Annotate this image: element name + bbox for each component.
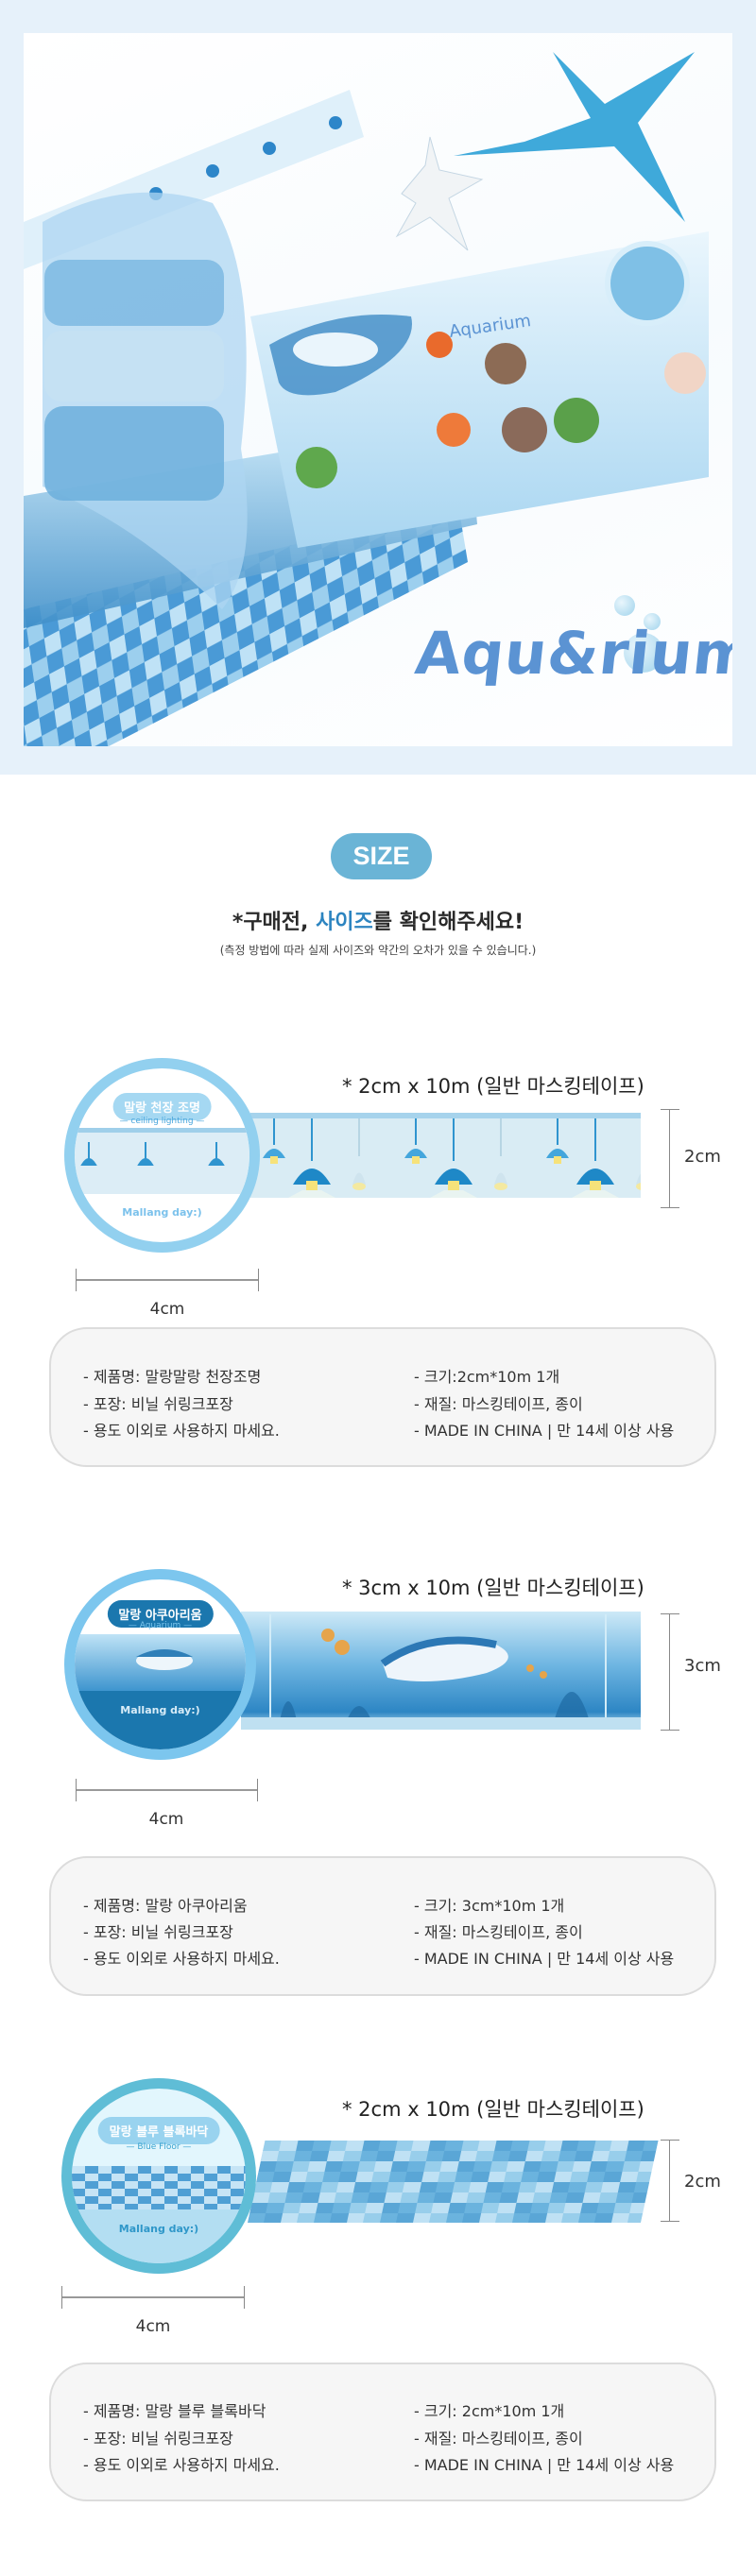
roll-pattern	[75, 1634, 246, 1691]
width-dimension-ruler	[76, 1779, 258, 1801]
height-label: 2cm	[684, 2172, 721, 2192]
info-material: - 재질: 마스킹테이프, 종이	[414, 1923, 583, 1941]
roll-subtitle: — Blue Floor —	[126, 2142, 192, 2152]
info-usage-warning: - 용도 이외로 사용하지 마세요.	[83, 1422, 280, 1440]
tape-roll-image: 말랑 천장 조명 — ceiling lighting — Mallang da…	[64, 1058, 260, 1253]
spec-title: * 2cm x 10m (일반 마스킹테이프)	[342, 1075, 644, 1098]
bubble-icon	[614, 595, 635, 616]
product-photo: Aqu&rium Aquarium	[24, 33, 732, 746]
lamp-pattern	[80, 1142, 225, 1166]
roll-label: 말랑 블루 블록바닥	[97, 2117, 220, 2144]
info-size: - 크기: 2cm*10m 1개	[414, 2402, 565, 2420]
spec-title: * 3cm x 10m (일반 마스킹테이프)	[342, 1577, 644, 1599]
info-product-name: - 제품명: 말랑 블루 블록바닥	[83, 2402, 266, 2420]
bubble-icon	[624, 633, 663, 673]
size-badge: SIZE	[331, 833, 432, 879]
width-label: 4cm	[135, 2317, 171, 2336]
width-dimension-ruler	[76, 1269, 259, 1291]
height-label: 2cm	[684, 1147, 721, 1167]
tape-roll-image: 말랑 아쿠아리움 — Aquarium — Mallang day:)	[64, 1569, 256, 1760]
info-material: - 재질: 마스킹테이프, 종이	[414, 1395, 583, 1413]
hero-banner: Aqu&rium Aquarium	[0, 0, 756, 775]
tape-strip-blue-floor	[248, 2141, 659, 2223]
heading-text: 를 확인해주세요!	[372, 911, 524, 934]
info-origin-age: - MADE IN CHINA | 만 14세 이상 사용	[414, 1422, 675, 1440]
heading-accent: 사이즈	[316, 911, 373, 934]
roll-subtitle: — ceiling lighting —	[119, 1117, 205, 1126]
floor-tape-strip	[24, 505, 468, 746]
roll-pattern	[72, 2166, 246, 2209]
product-blue-floor: 말랑 블루 블록바닥 — Blue Floor — Mallang day:) …	[0, 2078, 756, 2513]
aquarium-scene	[241, 1614, 641, 1730]
roll-label: 말랑 아쿠아리움	[107, 1600, 214, 1628]
whale-pattern	[136, 1649, 193, 1670]
lamp-pattern	[250, 1118, 641, 1198]
heading-text: *구매전,	[232, 911, 317, 934]
info-usage-warning: - 용도 이외로 사용하지 마세요.	[83, 1950, 280, 1968]
product-info-box: - 제품명: 말랑말랑 천장조명 - 포장: 비닐 쉬링크포장 - 용도 이외로…	[49, 1327, 716, 1467]
product-photo-illustration	[24, 52, 709, 746]
info-product-name: - 제품명: 말랑 아쿠아리움	[83, 1897, 248, 1915]
info-packaging: - 포장: 비닐 쉬링크포장	[83, 1395, 233, 1413]
height-dimension-bracket	[661, 2140, 679, 2222]
white-starfish	[395, 136, 484, 251]
roll-pattern	[75, 1128, 249, 1194]
info-size: - 크기: 3cm*10m 1개	[414, 1897, 565, 1915]
info-packaging: - 포장: 비닐 쉬링크포장	[83, 1923, 233, 1941]
info-origin-age: - MADE IN CHINA | 만 14세 이상 사용	[414, 2456, 675, 2474]
spec-title: * 2cm x 10m (일반 마스킹테이프)	[342, 2098, 644, 2121]
tape-strip-aquarium	[241, 1612, 641, 1730]
sticker-sheet	[250, 231, 709, 548]
size-heading: *구매전, 사이즈를 확인해주세요!	[0, 905, 756, 935]
roll-brand: Mallang day:)	[122, 1206, 202, 1219]
info-product-name: - 제품명: 말랑말랑 천장조명	[83, 1368, 262, 1386]
bubble-icon	[644, 613, 661, 630]
info-usage-warning: - 용도 이외로 사용하지 마세요.	[83, 2456, 280, 2474]
product-info-box: - 제품명: 말랑 아쿠아리움 - 포장: 비닐 쉬링크포장 - 용도 이외로 …	[49, 1856, 716, 1996]
roll-subtitle: — Aquarium —	[128, 1621, 193, 1630]
blue-starfish	[454, 52, 695, 222]
info-origin-age: - MADE IN CHINA | 만 14세 이상 사용	[414, 1950, 675, 1968]
product-aquarium: 말랑 아쿠아리움 — Aquarium — Mallang day:) * 3c…	[0, 1569, 756, 2004]
info-packaging: - 포장: 비닐 쉬링크포장	[83, 2430, 233, 2448]
width-label: 4cm	[148, 1810, 184, 1829]
height-label: 3cm	[684, 1656, 721, 1676]
tape-rolls-stack	[44, 260, 224, 501]
size-note: (측정 방법에 따라 실제 사이즈와 약간의 오차가 있을 수 있습니다.)	[219, 944, 537, 957]
roll-brand: Mallang day:)	[118, 2223, 199, 2235]
tape-roll-image: 말랑 블루 블록바닥 — Blue Floor — Mallang day:)	[61, 2078, 256, 2274]
height-dimension-bracket	[661, 1109, 679, 1208]
height-dimension-bracket	[661, 1613, 679, 1731]
roll-label: 말랑 천장 조명	[112, 1093, 212, 1120]
info-size: - 크기:2cm*10m 1개	[414, 1368, 560, 1386]
info-material: - 재질: 마스킹테이프, 종이	[414, 2430, 583, 2448]
product-info-box: - 제품명: 말랑 블루 블록바닥 - 포장: 비닐 쉬링크포장 - 용도 이외…	[49, 2363, 716, 2501]
width-label: 4cm	[149, 1300, 185, 1319]
hero-logo: Aqu&rium	[412, 619, 732, 688]
product-ceiling-lighting: 말랑 천장 조명 — ceiling lighting — Mallang da…	[0, 1058, 756, 1474]
tape-strip-ceiling-lighting	[250, 1113, 641, 1198]
width-dimension-ruler	[61, 2286, 245, 2309]
roll-brand: Mallang day:)	[120, 1704, 200, 1716]
